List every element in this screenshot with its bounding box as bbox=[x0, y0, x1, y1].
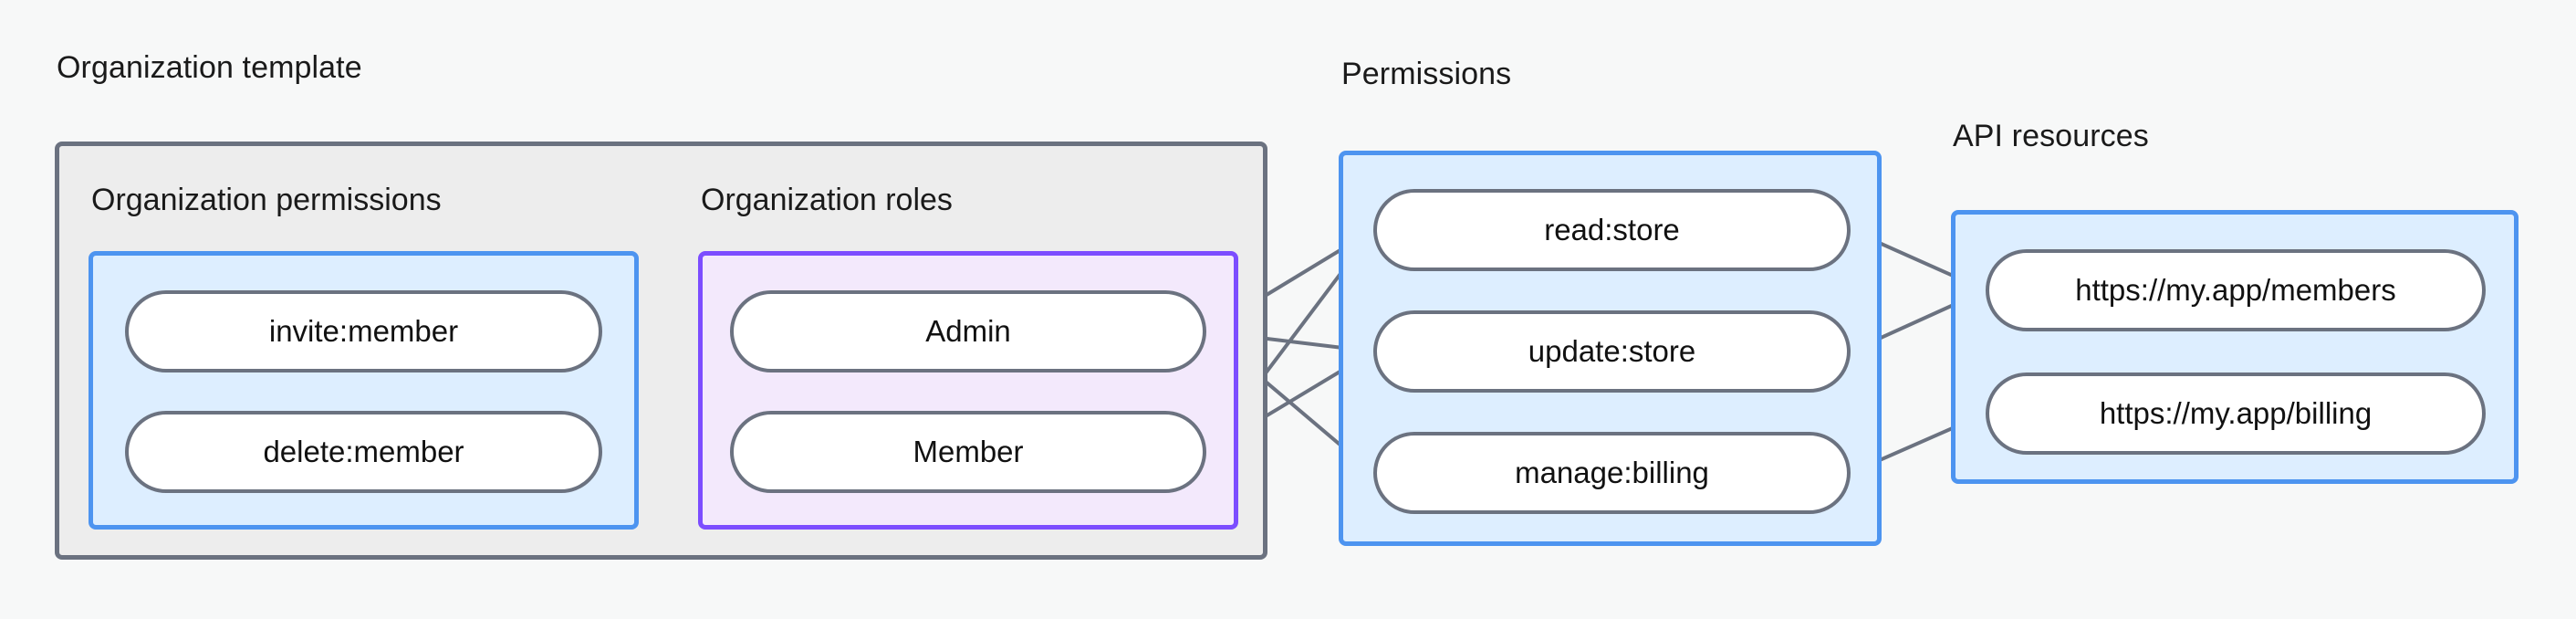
permissions-title: Permissions bbox=[1341, 57, 1512, 91]
node-invite-member[interactable]: invite:member bbox=[125, 290, 602, 372]
api-resources-title: API resources bbox=[1953, 119, 2149, 153]
node-api-resource-members[interactable]: https://my.app/members bbox=[1986, 249, 2486, 331]
node-role-member[interactable]: Member bbox=[730, 411, 1206, 493]
organization-roles-title: Organization roles bbox=[701, 183, 953, 217]
node-permission-read-store[interactable]: read:store bbox=[1373, 189, 1851, 271]
node-permission-update-store[interactable]: update:store bbox=[1373, 310, 1851, 393]
organization-template-title: Organization template bbox=[57, 50, 362, 85]
node-permission-manage-billing[interactable]: manage:billing bbox=[1373, 432, 1851, 514]
node-delete-member[interactable]: delete:member bbox=[125, 411, 602, 493]
node-api-resource-billing[interactable]: https://my.app/billing bbox=[1986, 372, 2486, 455]
node-role-admin[interactable]: Admin bbox=[730, 290, 1206, 372]
organization-permissions-title: Organization permissions bbox=[91, 183, 442, 217]
